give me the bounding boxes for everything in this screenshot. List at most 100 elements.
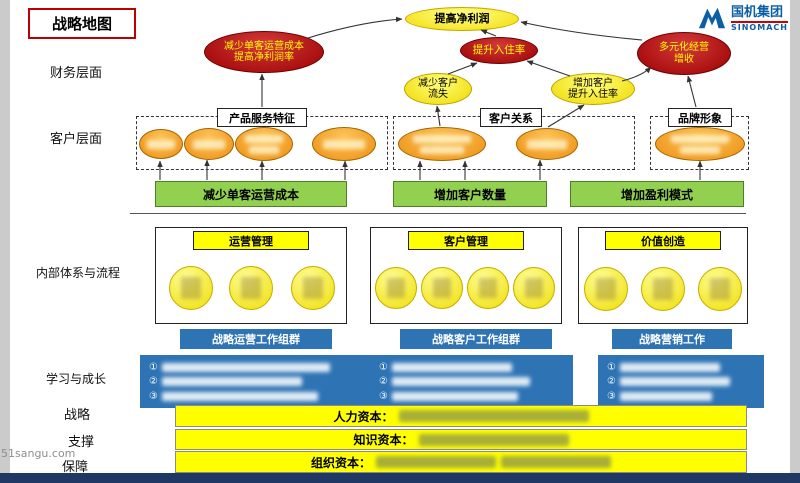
left-edge-strip [0, 0, 10, 483]
bullet-3: ③ [149, 390, 158, 402]
green-bar-profit-models: 增加盈利模式 [570, 181, 744, 207]
customer-factor-ellipse [235, 127, 293, 161]
redacted-text [391, 377, 530, 386]
redacted-text [596, 278, 616, 300]
organization-capital-label: 组织资本： [310, 455, 371, 470]
process-header-customer: 客户管理 [408, 231, 524, 250]
customer-factor-ellipse [655, 127, 745, 161]
redacted-text [619, 362, 720, 372]
learning-line: ② [149, 376, 371, 387]
row-label-internal: 内部体系与流程 [36, 266, 121, 280]
diversify-ellipse: 多元化经营 增收 [637, 32, 731, 75]
bullet-1: ① [379, 361, 388, 373]
learning-line: ③ [149, 391, 371, 402]
learning-line: ① [379, 362, 564, 373]
customer-factor-ellipse [516, 128, 578, 160]
bullet-3: ③ [607, 390, 616, 402]
reduce-cost-line2: 提高净利润率 [234, 52, 294, 63]
bullet-3: ③ [379, 390, 388, 402]
redacted-text [525, 278, 543, 298]
bottom-navy-bar [0, 473, 800, 483]
redacted-text [249, 145, 279, 154]
page-title: 战略地图 [28, 8, 136, 39]
sinomach-logo-icon [698, 7, 726, 29]
redacted-text [527, 139, 567, 149]
goal-net-profit-ellipse: 提高净利润 [405, 7, 519, 31]
learning-box-1: ① ② ③ [140, 355, 380, 408]
process-circle [229, 266, 273, 310]
bullet-2: ② [149, 376, 158, 387]
occupancy-label: 提升入住率 [472, 44, 526, 57]
redacted-text [501, 456, 611, 468]
redacted-text [479, 278, 497, 298]
redacted-text [161, 377, 302, 386]
capital-bar-organization: 组织资本： [175, 451, 747, 473]
banner-marketing-group: 战略营销工作 [612, 329, 732, 349]
redacted-text [387, 278, 405, 298]
redacted-text [245, 134, 283, 143]
knowledge-capital-label: 知识资本： [353, 433, 414, 447]
grow-customers-ellipse: 增加客户 提升入住率 [551, 73, 635, 105]
right-edge-strip [790, 0, 800, 483]
process-circle [421, 267, 463, 309]
bullet-1: ① [149, 361, 158, 373]
process-circle [375, 267, 417, 309]
redacted-text [710, 278, 730, 300]
redacted-text [391, 362, 512, 372]
process-circle [291, 266, 335, 310]
redacted-text [398, 410, 589, 422]
redacted-text [391, 391, 518, 401]
reduce-cost-line1: 减少单客运营成本 [224, 40, 304, 52]
bullet-1: ① [607, 361, 616, 373]
product-service-label: 产品服务特征 [217, 108, 307, 127]
customer-factor-ellipse [139, 129, 183, 159]
redacted-text [619, 391, 712, 401]
redacted-text [323, 139, 365, 149]
redacted-text [433, 278, 451, 298]
customer-factor-ellipse [398, 127, 486, 161]
churn-line1: 减少客户 [418, 77, 458, 89]
green-bar-reduce-cost: 减少单客运营成本 [155, 181, 347, 207]
banner-operations-group: 战略运营工作组群 [180, 329, 332, 349]
occupancy-ellipse: 提升入住率 [460, 37, 538, 64]
bullet-2: ② [607, 376, 616, 387]
learning-line: ① [149, 362, 371, 373]
redacted-text [147, 139, 175, 149]
row-label-customer: 客户层面 [50, 132, 103, 147]
churn-line2: 流失 [428, 89, 448, 100]
redacted-text [653, 278, 673, 300]
process-circle [169, 266, 213, 310]
sinomach-logo: 国机集团 SINOMACH [698, 5, 788, 32]
redacted-text [413, 134, 471, 143]
logo-en-text: SINOMACH [731, 22, 788, 32]
redacted-text [181, 277, 201, 299]
learning-line: ② [379, 376, 564, 387]
learning-line: ③ [379, 391, 564, 402]
redacted-text [161, 362, 330, 372]
row-label-support-1: 战略 [64, 408, 91, 423]
process-circle [467, 267, 509, 309]
redacted-text [418, 433, 569, 446]
capital-bar-human: 人力资本： [175, 405, 747, 427]
customer-factor-ellipse [184, 128, 234, 160]
reduce-churn-ellipse: 减少客户 流失 [404, 73, 472, 105]
process-circle [513, 267, 555, 309]
bullet-2: ② [379, 376, 388, 387]
learning-box-2: ① ② ③ [370, 355, 573, 408]
section-divider-line [130, 213, 746, 214]
diversify-line1: 多元化经营 [659, 42, 709, 53]
row-label-financial: 财务层面 [50, 66, 103, 81]
process-circle [584, 267, 628, 311]
redacted-text [619, 377, 730, 386]
redacted-text [671, 134, 729, 143]
redacted-text [161, 391, 318, 401]
goal-net-profit-label: 提高净利润 [434, 11, 490, 25]
row-label-support-2: 支撑 [68, 435, 95, 450]
logo-cn-text: 国机集团 [731, 5, 788, 23]
redacted-text [420, 145, 464, 154]
customer-factor-ellipse [312, 127, 376, 161]
redacted-text [680, 145, 720, 154]
green-bar-increase-customers: 增加客户数量 [393, 181, 547, 207]
learning-box-3: ① ② ③ [598, 355, 764, 408]
process-header-value: 价值创造 [605, 231, 721, 250]
